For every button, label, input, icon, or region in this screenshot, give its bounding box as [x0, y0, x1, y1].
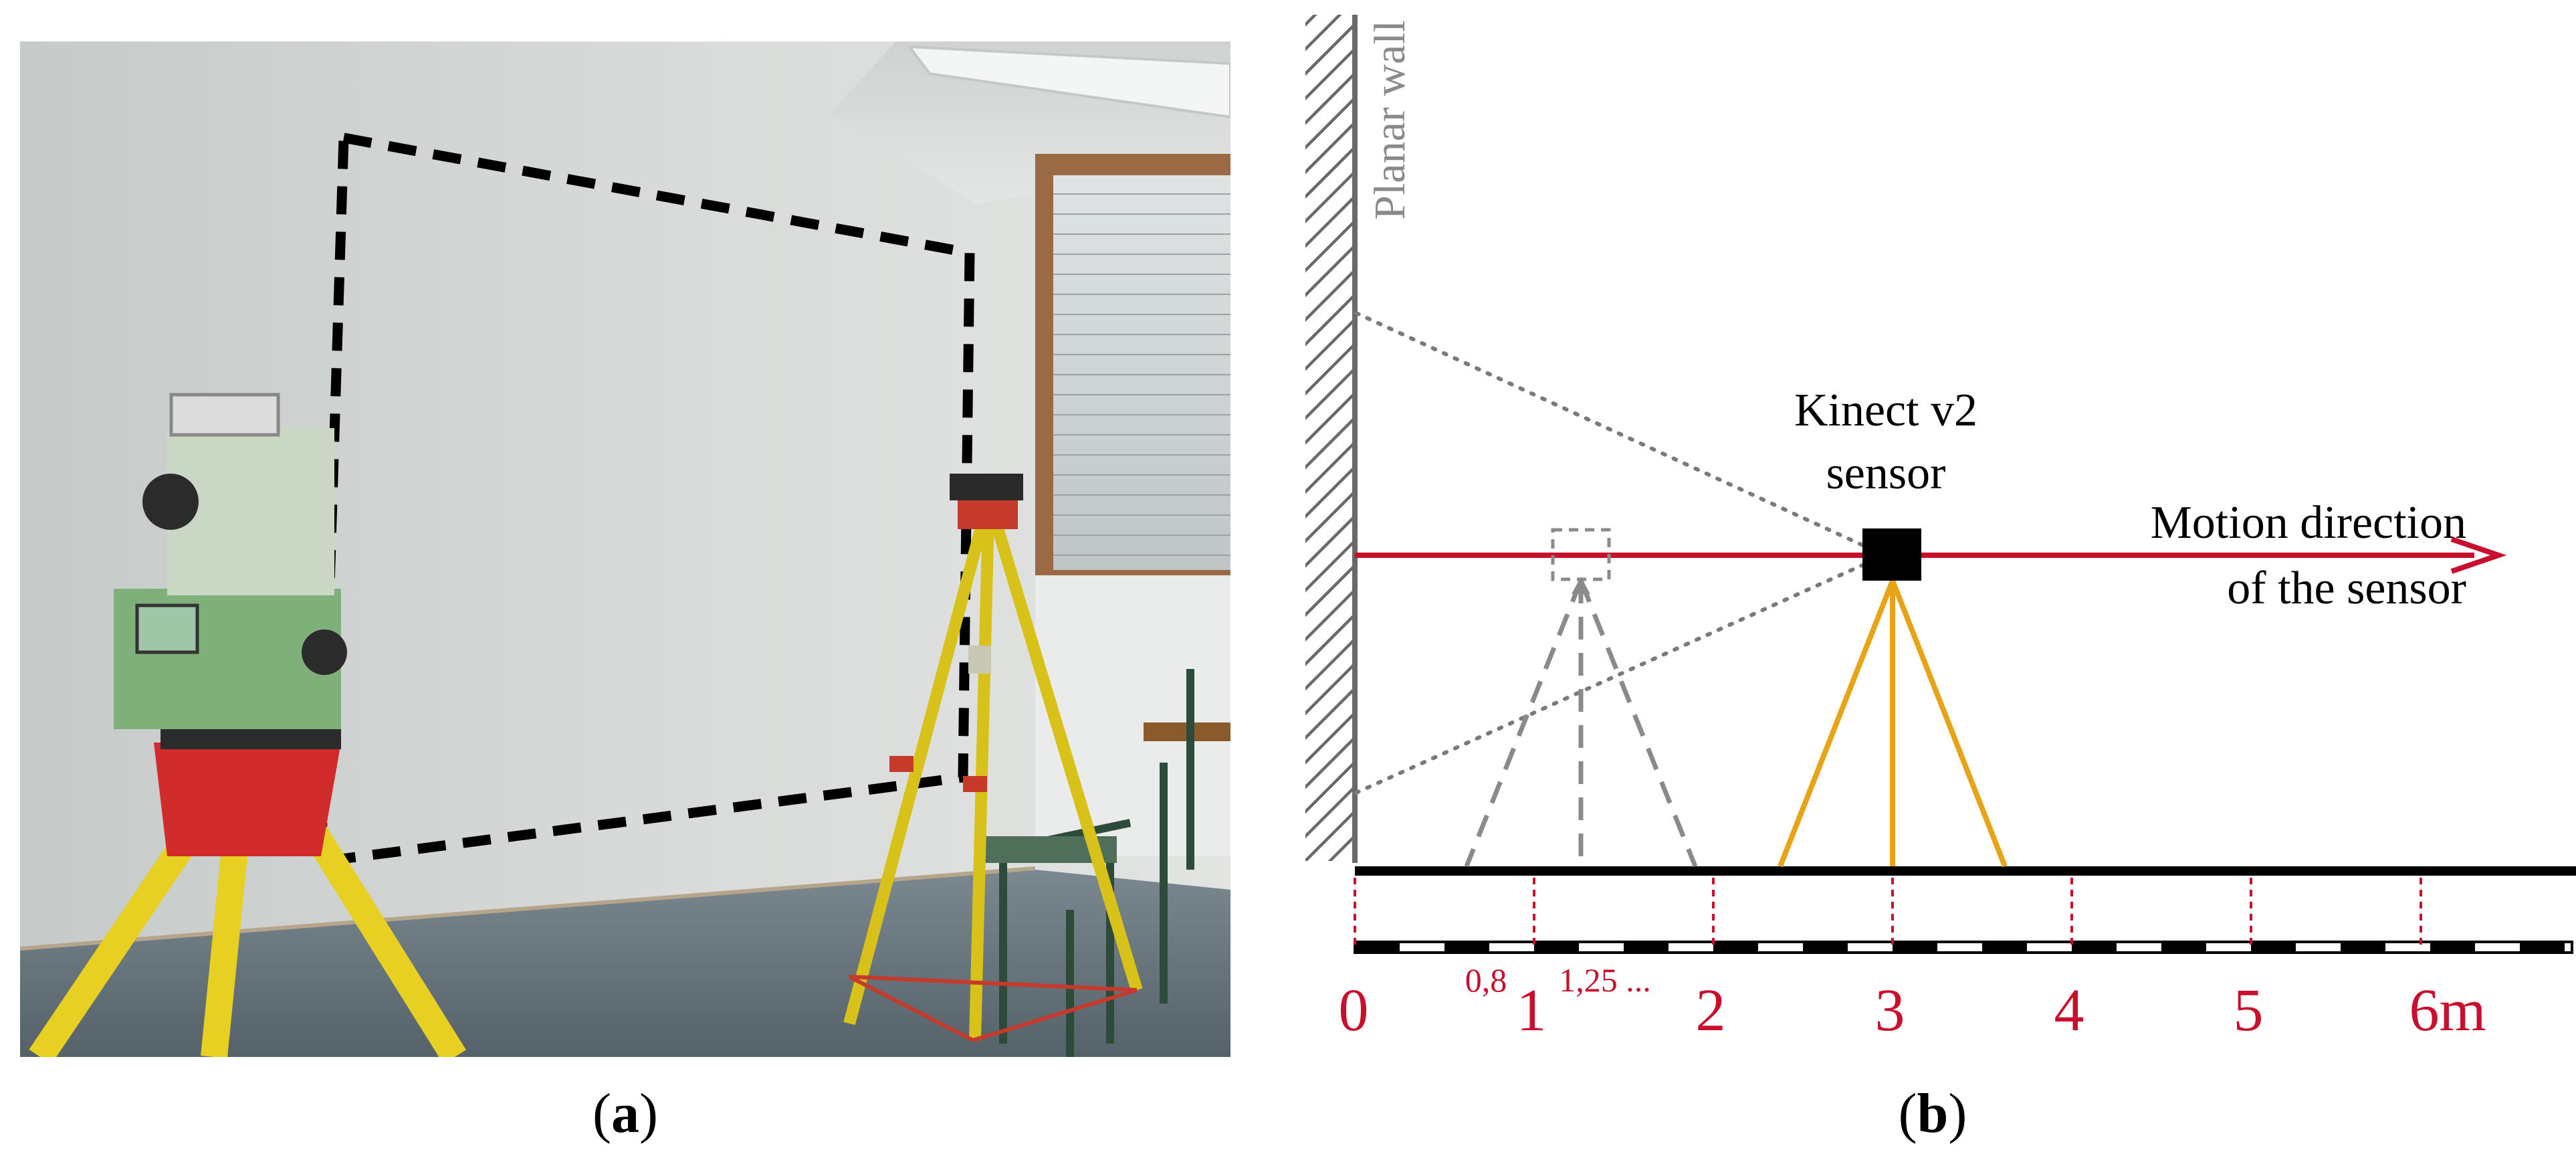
photo-floor	[20, 870, 1230, 1057]
tick-label-2: 2	[1696, 977, 1726, 1044]
scale-bar-segment	[2072, 942, 2117, 953]
fov-lower-line	[1354, 553, 1887, 795]
photo-blind-slats	[1053, 193, 1230, 556]
tick-label-3: 3	[1875, 977, 1905, 1044]
photo-baseboard	[20, 866, 1036, 951]
photo-panel	[20, 41, 1230, 1057]
scale-bar-segment	[1893, 942, 1937, 953]
kinect-sensor-label-line1: Kinect v2	[1794, 385, 1977, 436]
scale-bar-segment	[2341, 942, 2385, 953]
photo-total-station	[29, 393, 466, 1057]
tick-label-minor-0-8: 0,8	[1465, 961, 1507, 999]
schematic-panel: Planar wall Kinect v2 sensor Motion dire…	[1305, 15, 2576, 1044]
motion-direction-label-line2: of the sensor	[2227, 563, 2466, 614]
tick-label-5: 5	[2234, 977, 2264, 1044]
photo-side-wall	[1035, 575, 1230, 856]
kinect-tripod	[1778, 579, 2008, 868]
scale-bar-segment	[1713, 942, 1758, 953]
scale-bar-segments	[1355, 942, 2565, 953]
motion-direction-label-line1: Motion direction	[2151, 497, 2466, 549]
scale-bar-segment	[1355, 942, 1400, 953]
scale-bar-segment	[2430, 942, 2475, 953]
tick-label-4: 4	[2054, 977, 2084, 1044]
scale-bar-segment	[2251, 942, 2296, 953]
caption-b: (b)	[1899, 1082, 1967, 1145]
photo-right-tripod	[843, 474, 1143, 1042]
scale-bar-segment	[1624, 942, 1669, 953]
distance-tick-lines	[1354, 878, 2422, 945]
tick-label-0: 0	[1339, 977, 1369, 1044]
scale-bar-segment	[1534, 942, 1579, 953]
tick-label-6m: 6m	[2409, 977, 2486, 1044]
photo-ceiling-light	[906, 45, 1230, 119]
ghost-tripod	[1464, 579, 1698, 868]
kinect-sensor-box	[1862, 528, 1921, 581]
planar-wall-hatch	[1305, 15, 1355, 861]
caption-a: (a)	[593, 1082, 658, 1145]
ghost-tripod-apex-arrow	[1572, 577, 1590, 594]
tick-label-minor-1-25: 1,25 ...	[1559, 961, 1651, 999]
scale-bar-segment	[1803, 942, 1848, 953]
motion-direction-arrowhead	[2450, 537, 2507, 574]
photo-window-blinds	[1053, 175, 1230, 570]
scale-bar-segment	[1982, 942, 2027, 953]
tick-label-1: 1	[1517, 977, 1547, 1044]
scale-bar-segment	[2161, 942, 2206, 953]
planar-wall-label: Planar wall	[1366, 20, 1414, 220]
scale-bar-segment	[2520, 942, 2565, 953]
kinect-sensor-label-line2: sensor	[1826, 448, 1946, 499]
scale-bar-segment	[1444, 942, 1489, 953]
fov-upper-line	[1354, 311, 1887, 557]
